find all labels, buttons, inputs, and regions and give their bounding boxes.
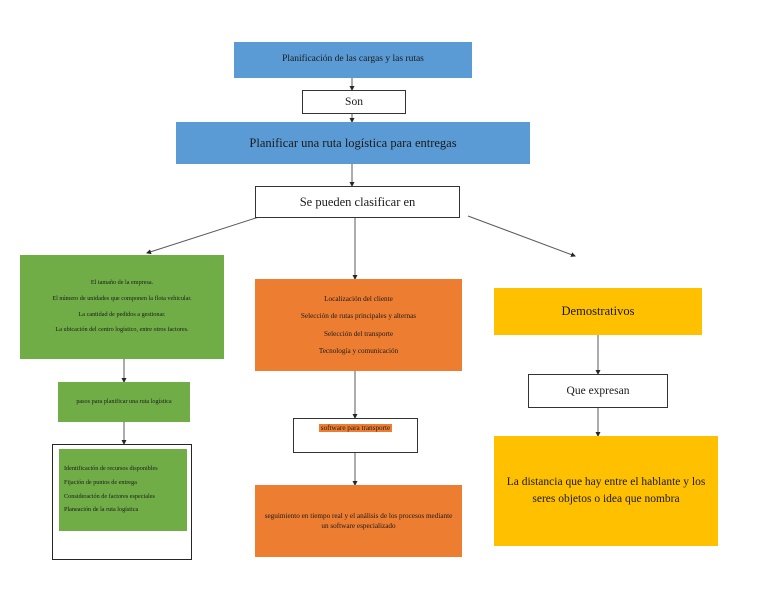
criterios-line-1: Localización del cliente: [324, 294, 393, 303]
node-distancia[interactable]: La distancia que hay entre el hablante y…: [494, 436, 718, 546]
node-pasos-planificar-label: pasos para planificar una ruta logística: [76, 397, 172, 405]
node-se-pueden-clasificar[interactable]: Se pueden clasificar en: [255, 186, 460, 218]
node-factores-empresa[interactable]: El tamaño de la empresa. El número de un…: [20, 255, 224, 359]
factores-line-2: El número de unidades que componen la fl…: [52, 294, 192, 302]
node-pasos-lista: Identificación de recursos disponibles F…: [59, 449, 187, 531]
factores-line-1: El tamaño de la empresa.: [90, 278, 154, 286]
criterios-line-4: Tecnología y comunicación: [318, 346, 399, 355]
node-seguimiento-label: seguimiento en tiempo real y el análisis…: [264, 511, 453, 530]
node-criterios-ruta[interactable]: Localización del cliente Selección de ru…: [255, 279, 462, 371]
node-se-pueden-clasificar-label: Se pueden clasificar en: [299, 194, 416, 209]
pasos-lista-line-4: Planeación de la ruta logística: [64, 506, 139, 514]
node-software-transporte[interactable]: software para transporte: [293, 418, 418, 453]
pasos-lista-line-2: Fijación de puntos de entrega: [64, 478, 137, 486]
node-distancia-label: La distancia que hay entre el hablante y…: [506, 476, 706, 505]
node-connector-son[interactable]: Son: [302, 90, 406, 114]
factores-line-4: La ubicación del centro logístico, entre…: [55, 326, 189, 334]
pasos-lista-line-3: Consideración de factores especiales: [64, 492, 155, 500]
pasos-lista-line-1: Identificación de recursos disponibles: [64, 464, 158, 472]
node-demostrativos[interactable]: Demostrativos: [494, 288, 702, 335]
node-software-transporte-label: software para transporte: [318, 424, 393, 432]
criterios-line-2: Selección de rutas principales y alterna…: [300, 312, 417, 321]
node-que-expresan-label: Que expresan: [566, 384, 630, 397]
edge-clasificar-to-factores: [146, 215, 263, 255]
node-seguimiento[interactable]: seguimiento en tiempo real y el análisis…: [255, 485, 462, 557]
factores-line-3: La cantidad de pedidos a gestionar.: [78, 310, 166, 318]
node-demostrativos-label: Demostrativos: [561, 304, 635, 319]
node-pasos-lista-container[interactable]: Identificación de recursos disponibles F…: [52, 444, 192, 560]
node-que-expresan[interactable]: Que expresan: [528, 374, 668, 408]
node-root-label: Planificación de las cargas y las rutas: [282, 54, 424, 65]
node-pasos-planificar[interactable]: pasos para planificar una ruta logística: [58, 382, 190, 422]
edge-clasificar-to-demostrativos: [467, 215, 576, 257]
node-connector-son-label: Son: [345, 95, 363, 108]
node-root[interactable]: Planificación de las cargas y las rutas: [234, 42, 472, 78]
node-planificar-ruta[interactable]: Planificar una ruta logística para entre…: [176, 122, 530, 164]
node-planificar-ruta-label: Planificar una ruta logística para entre…: [249, 135, 457, 150]
criterios-line-3: Selección del transporte: [323, 329, 394, 338]
